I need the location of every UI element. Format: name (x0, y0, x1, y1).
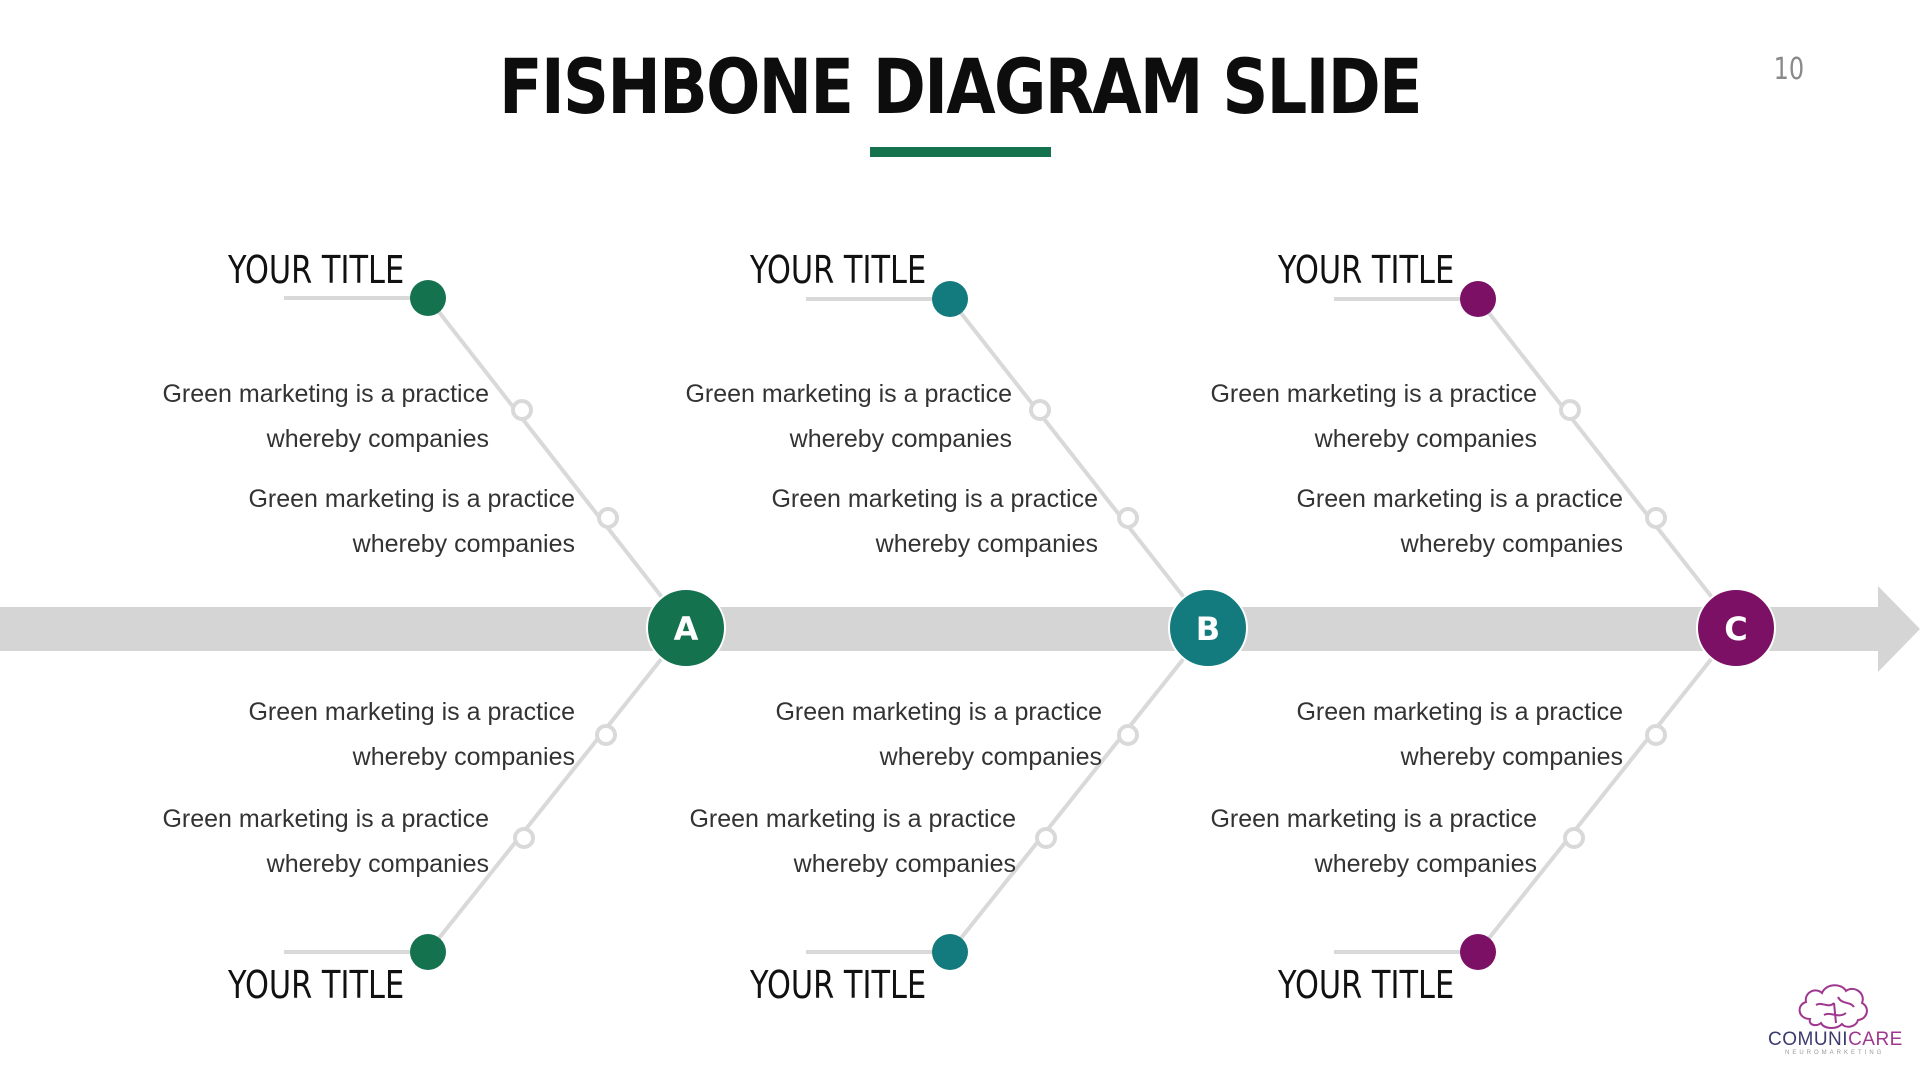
connector-dot (513, 827, 535, 849)
node-c-label: C (1724, 610, 1747, 648)
bone-line (426, 626, 688, 954)
desc-line: whereby companies (352, 743, 575, 771)
desc-line: Green marketing is a practice (771, 485, 1098, 513)
bone-b-top-item-1: Green marketing is a practice whereby co… (685, 372, 1012, 462)
node-a (646, 588, 726, 668)
connector-dot (1035, 827, 1057, 849)
logo-subtitle: NEUROMARKETING (1785, 1050, 1885, 1056)
connector-dot (1559, 399, 1581, 421)
node-b-label: B (1196, 610, 1220, 648)
desc-line: Green marketing is a practice (248, 485, 575, 513)
bone-title-c-bottom: YOUR TITLE (1277, 963, 1454, 1007)
desc-line: whereby companies (1314, 425, 1537, 453)
logo-text-dark: COMUNI (1768, 1029, 1849, 1050)
bone-title-a-top: YOUR TITLE (227, 248, 404, 292)
desc-line: Green marketing is a practice (248, 698, 575, 726)
end-dot-a-top (410, 280, 446, 316)
end-dot-a-bottom (410, 934, 446, 970)
desc-line: Green marketing is a practice (162, 380, 489, 408)
title-underline (870, 147, 1051, 157)
end-dot-c-top (1460, 281, 1496, 317)
desc-line: Green marketing is a practice (1296, 485, 1623, 513)
bone-title-b-bottom: YOUR TITLE (749, 963, 926, 1007)
bone-line (948, 297, 1210, 630)
desc-line: Green marketing is a practice (1210, 805, 1537, 833)
bone-a-top-item-1: Green marketing is a practice whereby co… (162, 372, 489, 462)
end-dot-b-bottom (932, 934, 968, 970)
logo-text-accent: CARE (1848, 1029, 1903, 1050)
bone-line (948, 626, 1210, 954)
desc-line: whereby companies (793, 850, 1016, 878)
connector-dot (1563, 827, 1585, 849)
connector-dot (597, 507, 619, 529)
bone-line (1476, 297, 1738, 630)
bone-a-bottom-item-2: Green marketing is a practice whereby co… (162, 797, 489, 887)
connector-dot (1029, 399, 1051, 421)
bone-title-b-top: YOUR TITLE (749, 248, 926, 292)
bone-a-bottom-item-1: Green marketing is a practice whereby co… (248, 690, 575, 780)
desc-line: whereby companies (1314, 850, 1537, 878)
end-dot-c-bottom (1460, 934, 1496, 970)
bone-title-c-top: YOUR TITLE (1277, 248, 1454, 292)
connector-dot (1645, 507, 1667, 529)
bone-line (426, 296, 688, 630)
bone-c-bottom-item-2: Green marketing is a practice whereby co… (1210, 797, 1537, 887)
end-dot-b-top (932, 281, 968, 317)
bone-c-top-item-1: Green marketing is a practice whereby co… (1210, 372, 1537, 462)
desc-line: Green marketing is a practice (1296, 698, 1623, 726)
bone-b-bottom-item-2: Green marketing is a practice whereby co… (689, 797, 1016, 887)
node-c (1696, 588, 1776, 668)
connector-dot (1117, 507, 1139, 529)
bone-c-bottom-item-1: Green marketing is a practice whereby co… (1296, 690, 1623, 780)
connector-dot (1117, 724, 1139, 746)
connector-dot (1645, 724, 1667, 746)
bone-line (1476, 626, 1738, 954)
desc-line: Green marketing is a practice (775, 698, 1102, 726)
slide-title: FISHBONE DIAGRAM SLIDE (499, 42, 1423, 131)
desc-line: whereby companies (266, 425, 489, 453)
spine-arrow (0, 586, 1920, 672)
bone-title-a-bottom: YOUR TITLE (227, 963, 404, 1007)
desc-line: whereby companies (266, 850, 489, 878)
desc-line: Green marketing is a practice (162, 805, 489, 833)
connector-dot (511, 399, 533, 421)
desc-line: whereby companies (875, 530, 1098, 558)
desc-line: whereby companies (879, 743, 1102, 771)
connector-dot (595, 724, 617, 746)
desc-line: Green marketing is a practice (1210, 380, 1537, 408)
desc-line: whereby companies (352, 530, 575, 558)
logo-text: COMUNICARE (1768, 1029, 1903, 1051)
desc-line: Green marketing is a practice (689, 805, 1016, 833)
desc-line: whereby companies (1400, 743, 1623, 771)
bone-a-top-item-2: Green marketing is a practice whereby co… (248, 477, 575, 567)
desc-line: whereby companies (1400, 530, 1623, 558)
bone-b-bottom-item-1: Green marketing is a practice whereby co… (775, 690, 1102, 780)
desc-line: whereby companies (789, 425, 1012, 453)
bone-b-top-item-2: Green marketing is a practice whereby co… (771, 477, 1098, 567)
brain-icon (1798, 984, 1868, 1029)
bone-c-top-item-2: Green marketing is a practice whereby co… (1296, 477, 1623, 567)
node-b (1168, 588, 1248, 668)
desc-line: Green marketing is a practice (685, 380, 1012, 408)
node-a-label: A (674, 610, 699, 648)
page-number: 10 (1773, 52, 1804, 87)
